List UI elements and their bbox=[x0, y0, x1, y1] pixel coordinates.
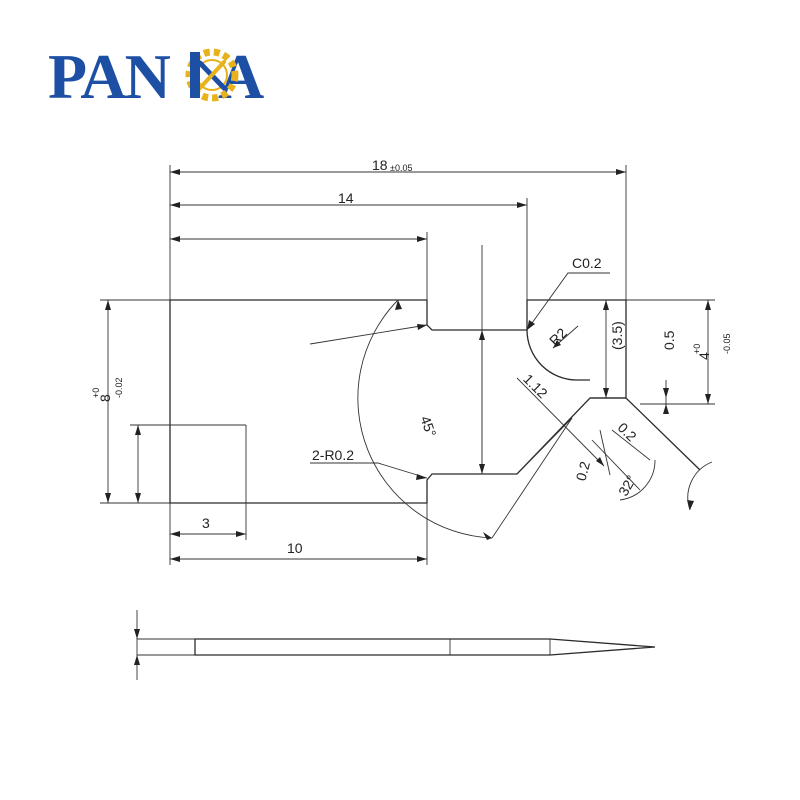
dim-4-tol-upper: +0 bbox=[692, 344, 702, 354]
dim-1-12: 1.12 bbox=[520, 371, 551, 402]
part-outline bbox=[169, 299, 701, 504]
dim-8-tol-upper: +0 bbox=[91, 388, 101, 398]
dim-3: 3 bbox=[202, 515, 210, 531]
dim-18: 18 bbox=[372, 157, 388, 173]
dimension-labels: 18 ±0.05 14 C0.2 R2 (3.5) 0.5 4 +0 -0.05… bbox=[91, 157, 732, 556]
gear-wrench-screwdriver-icon bbox=[185, 48, 239, 102]
dim-45-deg: 45° bbox=[417, 414, 439, 439]
logo-text-pan: PAN bbox=[48, 41, 171, 112]
dim-8: 8 bbox=[97, 394, 113, 402]
side-view bbox=[134, 610, 656, 680]
dim-corner-radii: 2-R0.2 bbox=[312, 447, 354, 463]
dim-4-tol-lower: -0.05 bbox=[722, 333, 732, 354]
dim-chamfer: C0.2 bbox=[572, 255, 602, 271]
dim-4: 4 bbox=[696, 352, 712, 360]
dim-0-5: 0.5 bbox=[661, 330, 677, 350]
dim-18-tol: ±0.05 bbox=[390, 163, 412, 173]
dim-0-2-a: 0.2 bbox=[615, 419, 640, 444]
dim-0-2-b: 0.2 bbox=[573, 459, 594, 482]
dimension-lines bbox=[105, 169, 713, 562]
dim-14: 14 bbox=[338, 190, 354, 206]
dim-8-tol-lower: -0.02 bbox=[114, 377, 124, 398]
dim-3-5: (3.5) bbox=[609, 321, 625, 350]
dim-10: 10 bbox=[287, 540, 303, 556]
brand-logo: PAN A bbox=[48, 41, 266, 112]
dim-r2: R2 bbox=[546, 324, 570, 348]
